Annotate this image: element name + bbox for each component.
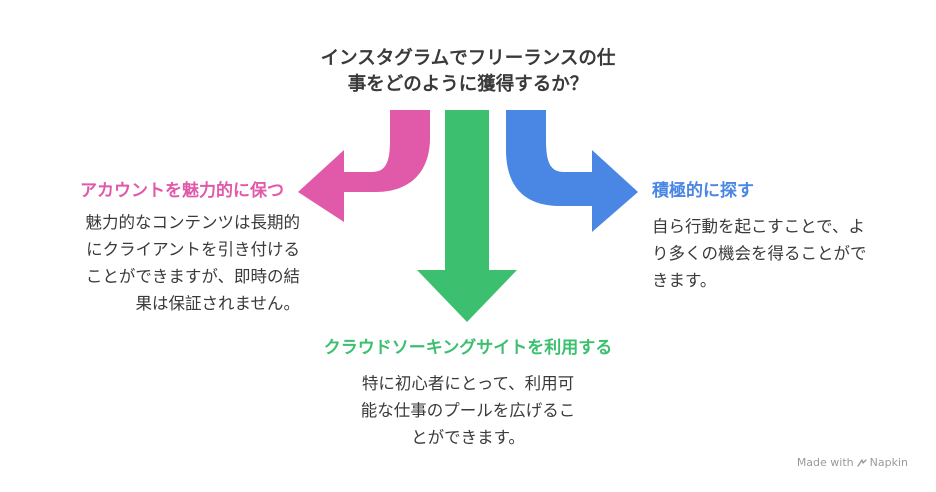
center-arrow xyxy=(417,110,517,322)
left-desc-line: 魅力的なコンテンツは長期的 xyxy=(85,213,301,232)
title-line-1: インスタグラムでフリーランスの仕 xyxy=(320,48,616,69)
left-desc-line: 果は保証されません。 xyxy=(135,294,300,313)
left-branch-heading: アカウントを魅力的に保つ xyxy=(80,181,284,201)
right-desc-line: り多くの機会を得ることがで xyxy=(652,244,867,263)
diagram-title: インスタグラムでフリーランスの仕 事をどのように獲得するか？ xyxy=(290,46,646,98)
center-desc-line: 能な仕事のプールを広げるこ xyxy=(360,401,576,420)
right-desc-line: 自ら行動を起こすことで、よ xyxy=(652,217,866,236)
center-desc-line: とができます。 xyxy=(411,428,525,447)
made-with-napkin-watermark[interactable]: Made with Napkin xyxy=(797,456,908,469)
watermark-made-with: Made with xyxy=(796,456,854,469)
left-desc-line: ことができますが、即時の結 xyxy=(85,267,300,286)
right-branch-description: 自ら行動を起こすことで、よ り多くの機会を得ることがで きます。 xyxy=(652,213,867,294)
watermark-brand: Napkin xyxy=(869,456,908,469)
right-desc-line: きます。 xyxy=(652,271,717,290)
center-branch-heading: クラウドソーキングサイトを利用する xyxy=(323,338,613,358)
center-branch-description: 特に初心者にとって、利用可 能な仕事のプールを広げるこ とができます。 xyxy=(0,370,936,451)
left-branch-description: 魅力的なコンテンツは長期的 にクライアントを引き付ける ことができますが、即時の… xyxy=(86,209,301,317)
napkin-logo-icon xyxy=(856,458,867,467)
right-branch-heading: 積極的に探す xyxy=(652,181,754,201)
left-desc-line: にクライアントを引き付ける xyxy=(86,240,300,259)
center-desc-line: 特に初心者にとって、利用可 xyxy=(361,374,575,393)
left-arrow xyxy=(298,110,430,222)
title-line-2: 事をどのように獲得するか？ xyxy=(347,74,589,95)
right-arrow xyxy=(506,110,638,232)
